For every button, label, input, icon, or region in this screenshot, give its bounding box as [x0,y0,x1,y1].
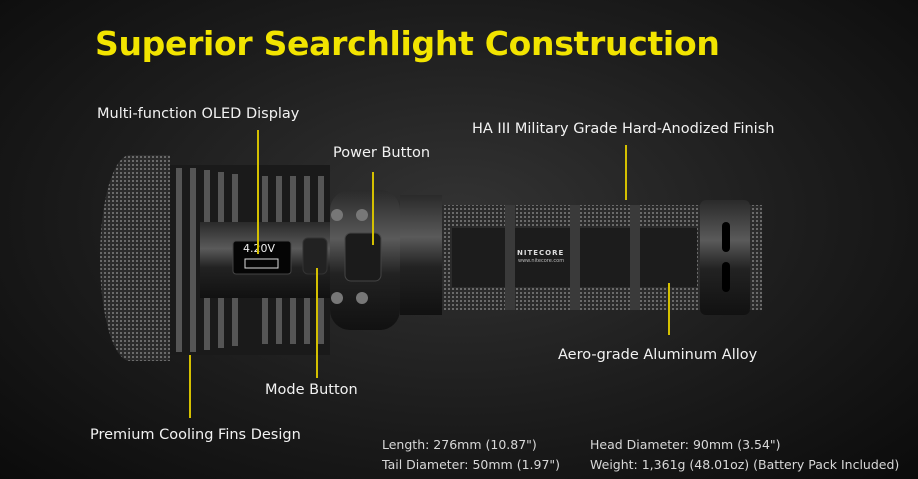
spec-weight: Weight: 1,361g (48.01oz) (Battery Pack I… [590,457,900,472]
finish-leader-line [625,145,627,200]
label-alloy: Aero-grade Aluminum Alloy [558,347,758,363]
battery-tube [442,200,762,315]
label-power: Power Button [333,145,431,161]
brand-name: NITECORE [517,249,565,257]
mode-leader-line [316,268,318,378]
alloy-leader-line [668,283,670,335]
mode-button[interactable] [302,237,328,275]
neck [400,195,442,315]
spec-tail: Tail Diameter: 50mm (1.97") [382,457,561,472]
oled-display [232,240,292,275]
page-title: Superior Searchlight Construction [95,24,720,63]
brand-url: www.nitecore.com [518,258,565,264]
spec-head: Head Diameter: 90mm (3.54") [590,437,781,452]
label-oled: Multi-function OLED Display [97,106,300,122]
oled-voltage: 4.20V [243,242,276,255]
oled-leader-line [257,130,259,254]
label-fins: Premium Cooling Fins Design [90,427,301,443]
power-button[interactable] [344,232,382,282]
label-mode: Mode Button [265,382,358,398]
power-leader-line [372,172,374,245]
spec-length: Length: 276mm (10.87") [382,437,537,452]
fins-leader-line [189,355,191,418]
label-finish: HA III Military Grade Hard-Anodized Fini… [472,121,775,137]
flashlight-head [100,155,170,361]
